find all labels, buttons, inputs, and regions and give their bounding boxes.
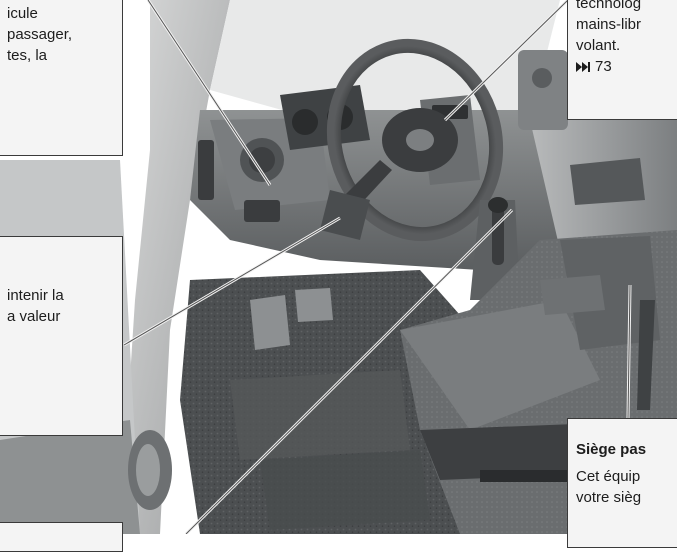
callout-text-line: passager, [7, 24, 122, 45]
page-reference-number: 73 [595, 56, 612, 77]
callout-top-right: technolog mains-libr volant. 73 [567, 0, 677, 120]
callout-text-line: a valeur [7, 306, 122, 327]
callout-text-line: mains-libr [576, 14, 677, 35]
callout-bottom-right: Siège pas Cet équip votre sièg [567, 418, 677, 548]
callout-top-left: icule passager, tes, la [0, 0, 123, 156]
callout-text-line: intenir la [7, 285, 122, 306]
callout-text-line: tes, la [7, 45, 122, 66]
fast-forward-icon [576, 61, 591, 73]
callout-bottom-left [0, 522, 123, 552]
page-reference: 73 [576, 56, 677, 77]
callout-text-line: volant. [576, 35, 677, 56]
callout-title: Siège pas [576, 439, 677, 460]
callout-text-line: technolog [576, 0, 677, 14]
page: icule passager, tes, la intenir la a val… [0, 0, 677, 534]
callout-text-line: Cet équip [576, 466, 677, 487]
callout-middle-left: intenir la a valeur [0, 236, 123, 436]
callout-text-line: votre sièg [576, 487, 677, 508]
callout-text-line: icule [7, 3, 122, 24]
